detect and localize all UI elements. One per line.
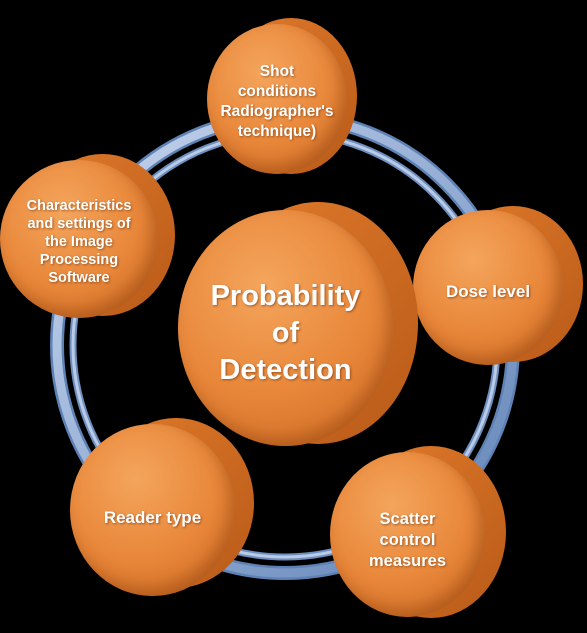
node-image-processing-software-label: Characteristics and settings of the Imag… <box>26 198 132 286</box>
node-dose-level-label: Dose level <box>445 281 531 301</box>
node-shot-conditions-label: Shot conditions Radiographer's technique… <box>220 63 334 140</box>
node-dose-level: Dose level <box>413 206 583 368</box>
node-reader-type: Reader type <box>70 418 260 604</box>
node-shot-conditions: Shot conditions Radiographer's technique… <box>207 18 357 180</box>
center-title: Probability of Detection <box>210 279 361 386</box>
node-image-processing-software: Characteristics and settings of the Imag… <box>0 154 175 320</box>
node-probability-of-detection: Probability of Detection <box>178 202 418 454</box>
node-reader-type-label: Reader type <box>103 508 202 527</box>
node-scatter-control-label: Scatter control measures <box>368 510 447 570</box>
node-scatter-control: Scatter control measures <box>330 446 506 624</box>
